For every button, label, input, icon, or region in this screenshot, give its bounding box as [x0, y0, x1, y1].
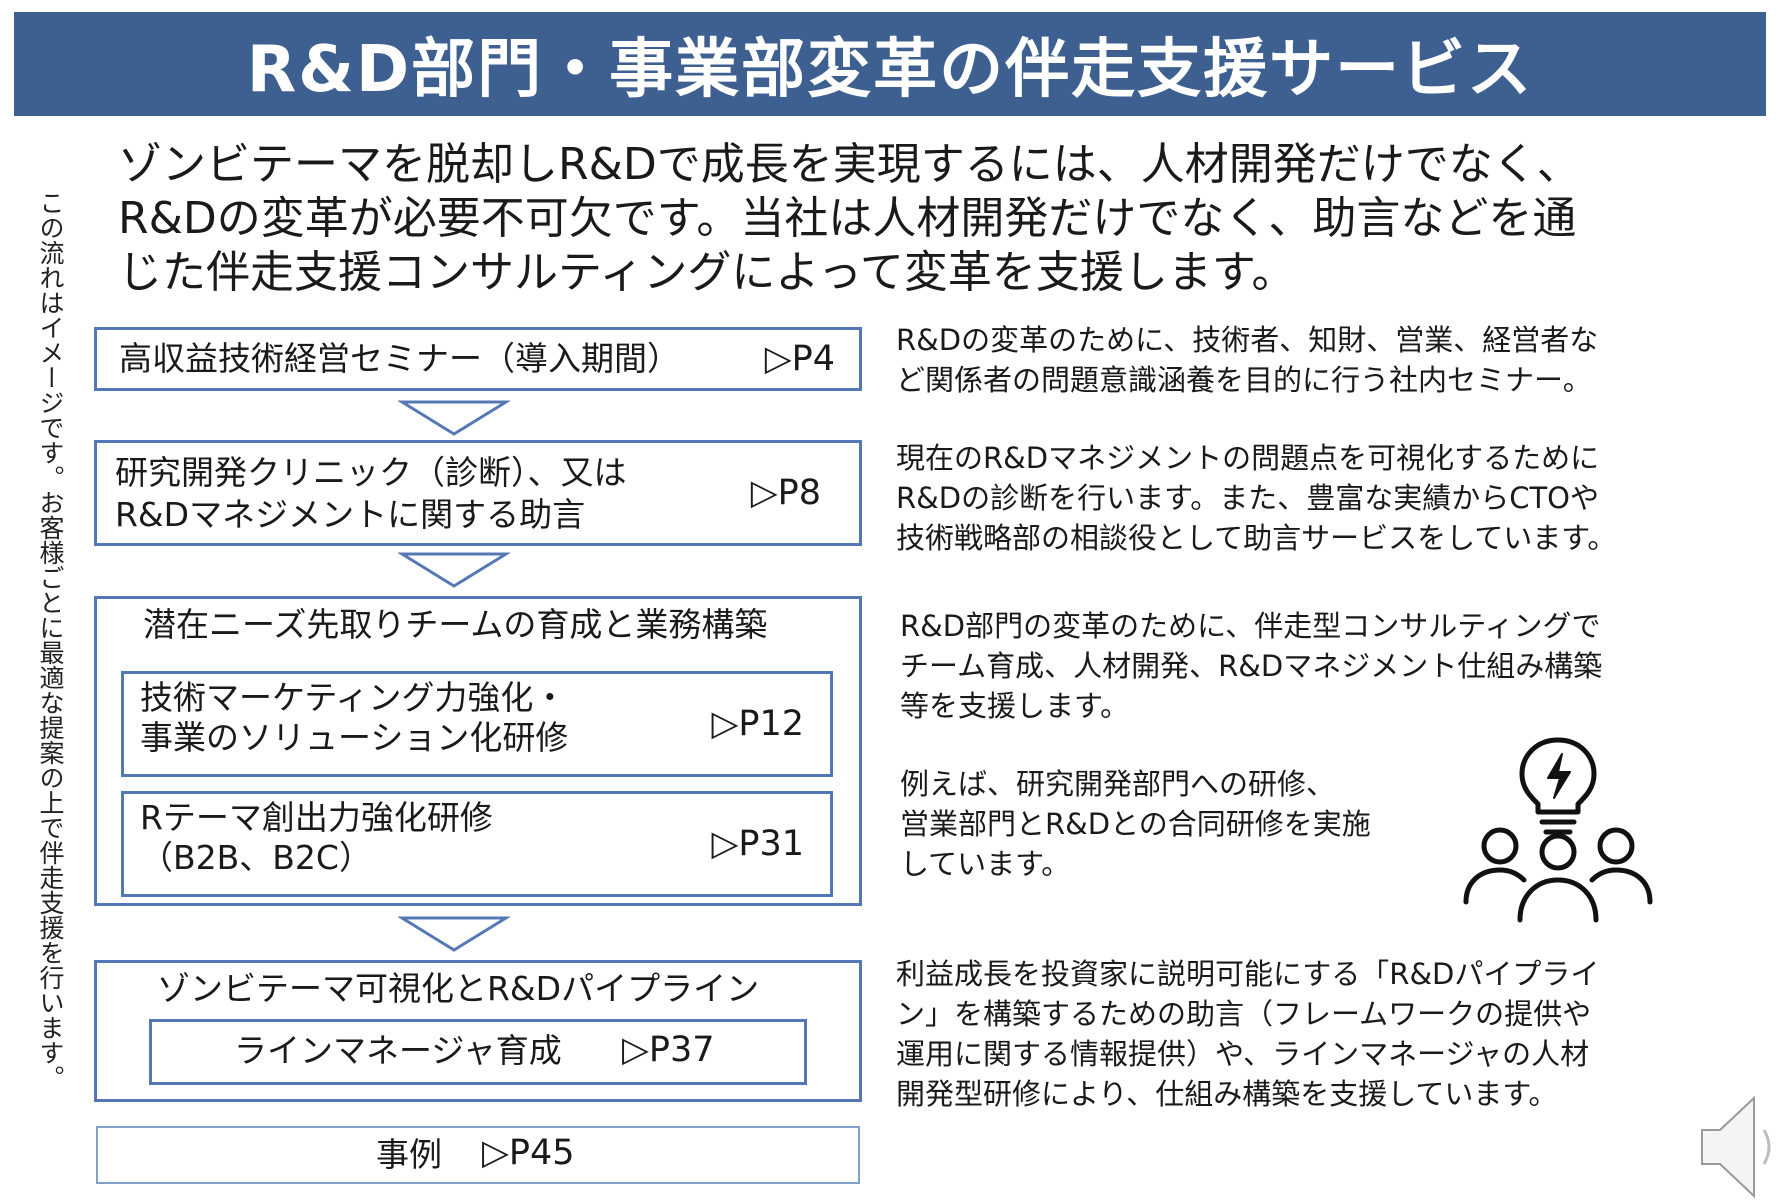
team-box: 潜在ニーズ先取りチームの育成と業務構築 技術マーケティング力強化・ 事業のソリュ… [94, 596, 862, 906]
pipeline-box: ゾンビテーマ可視化とR&Dパイプライン ラインマネージャ育成 ▷P37 [94, 960, 862, 1102]
desc-line: しています。 [900, 847, 1071, 881]
marketing-training-box: 技術マーケティング力強化・ 事業のソリューション化研修 ▷P12 [121, 671, 833, 777]
line-manager-page-ref[interactable]: ▷P37 [622, 1030, 715, 1070]
desc-line: 例えば、研究開発部門への研修、 [900, 767, 1336, 801]
pipeline-description: 利益成長を投資家に説明可能にする「R&Dパイプライ ン」を構築するための助言（フ… [896, 954, 1599, 1114]
title-bar: R&D部門・事業部変革の伴走支援サービス [14, 12, 1766, 116]
marketing-label-line1: 技術マーケティング力強化・ [140, 678, 567, 717]
desc-line: R&D部門の変革のために、伴走型コンサルティングで [900, 609, 1601, 643]
down-arrow-icon [398, 916, 510, 952]
team-heading: 潜在ニーズ先取りチームの育成と業務構築 [143, 605, 768, 644]
lightbulb-team-icon [1463, 737, 1653, 923]
pipeline-heading: ゾンビテーマ可視化とR&Dパイプライン [157, 969, 760, 1008]
seminar-description: R&Dの変革のために、技術者、知財、営業、経営者な ど関係者の問題意識涵養を目的… [896, 320, 1598, 400]
desc-line: 利益成長を投資家に説明可能にする「R&Dパイプライ [896, 957, 1600, 991]
line-manager-box: ラインマネージャ育成 ▷P37 [149, 1019, 807, 1085]
cases-box: 事例 ▷P45 [96, 1126, 860, 1184]
desc-line: ン」を構築するための助言（フレームワークの提供や [896, 997, 1592, 1031]
team-description: R&D部門の変革のために、伴走型コンサルティングで チーム育成、人材開発、R&D… [900, 606, 1602, 726]
desc-line: R&Dの診断を行います。また、豊富な実績からCTOや [896, 481, 1599, 515]
rtheme-label-line1: Rテーマ創出力強化研修 [140, 798, 493, 837]
marketing-page-ref[interactable]: ▷P12 [711, 704, 804, 744]
speaker-icon[interactable] [1698, 1092, 1778, 1202]
desc-line: ど関係者の問題意識涵養を目的に行う社内セミナー。 [896, 363, 1592, 397]
desc-line: 等を支援します。 [900, 689, 1130, 723]
clinic-description: 現在のR&Dマネジメントの問題点を可視化するために R&Dの診断を行います。また… [896, 438, 1616, 558]
desc-line: 技術戦略部の相談役として助言サービスをしています。 [896, 521, 1617, 555]
cases-page-ref[interactable]: ▷P45 [482, 1133, 575, 1173]
desc-line: チーム育成、人材開発、R&Dマネジメント仕組み構築 [900, 649, 1603, 683]
clinic-box: 研究開発クリニック（診断）、又は R&Dマネジメントに関する助言 ▷P8 [94, 440, 862, 546]
seminar-label: 高収益技術経営セミナー（導入期間） [119, 339, 680, 378]
line-manager-label: ラインマネージャ育成 [234, 1031, 562, 1070]
down-arrow-icon [398, 552, 510, 588]
clinic-label-line2: R&Dマネジメントに関する助言 [115, 495, 586, 534]
intro-line: ゾンビテーマを脱却しR&Dで成長を実現するには、人材開発だけでなく、 [118, 139, 1581, 190]
intro-paragraph: ゾンビテーマを脱却しR&Dで成長を実現するには、人材開発だけでなく、 R&Dの変… [118, 138, 1678, 300]
desc-line: 運用に関する情報提供）や、ラインマネージャの人材 [896, 1037, 1590, 1071]
page-title: R&D部門・事業部変革の伴走支援サービス [246, 33, 1534, 107]
example-description: 例えば、研究開発部門への研修、 営業部門とR&Dとの合同研修を実施 しています。 [900, 764, 1371, 884]
desc-line: 営業部門とR&Dとの合同研修を実施 [900, 807, 1371, 841]
desc-line: R&Dの変革のために、技術者、知財、営業、経営者な [896, 323, 1599, 357]
rtheme-page-ref[interactable]: ▷P31 [711, 824, 804, 864]
cases-label: 事例 [376, 1135, 442, 1174]
marketing-label-line2: 事業のソリューション化研修 [140, 718, 569, 757]
intro-line: じた伴走支援コンサルティングによって変革を支援します。 [118, 247, 1296, 298]
seminar-box: 高収益技術経営セミナー（導入期間） ▷P4 [94, 327, 862, 391]
intro-line: R&Dの変革が必要不可欠です。当社は人材開発だけでなく、助言などを通 [118, 193, 1577, 244]
desc-line: 現在のR&Dマネジメントの問題点を可視化するために [896, 441, 1600, 475]
clinic-page-ref[interactable]: ▷P8 [750, 473, 821, 513]
rtheme-label-line2: （B2B、B2C） [140, 838, 372, 877]
desc-line: 開発型研修により、仕組み構築を支援しています。 [896, 1077, 1558, 1111]
down-arrow-icon [398, 400, 510, 436]
side-note: この流れはイメージです。お客様ごとに最適な提案の上で伴走支援を行います。 [36, 190, 65, 1090]
clinic-label-line1: 研究開発クリニック（診断）、又は [115, 453, 627, 492]
rtheme-training-box: Rテーマ創出力強化研修 （B2B、B2C） ▷P31 [121, 791, 833, 897]
seminar-page-ref[interactable]: ▷P4 [764, 339, 835, 379]
